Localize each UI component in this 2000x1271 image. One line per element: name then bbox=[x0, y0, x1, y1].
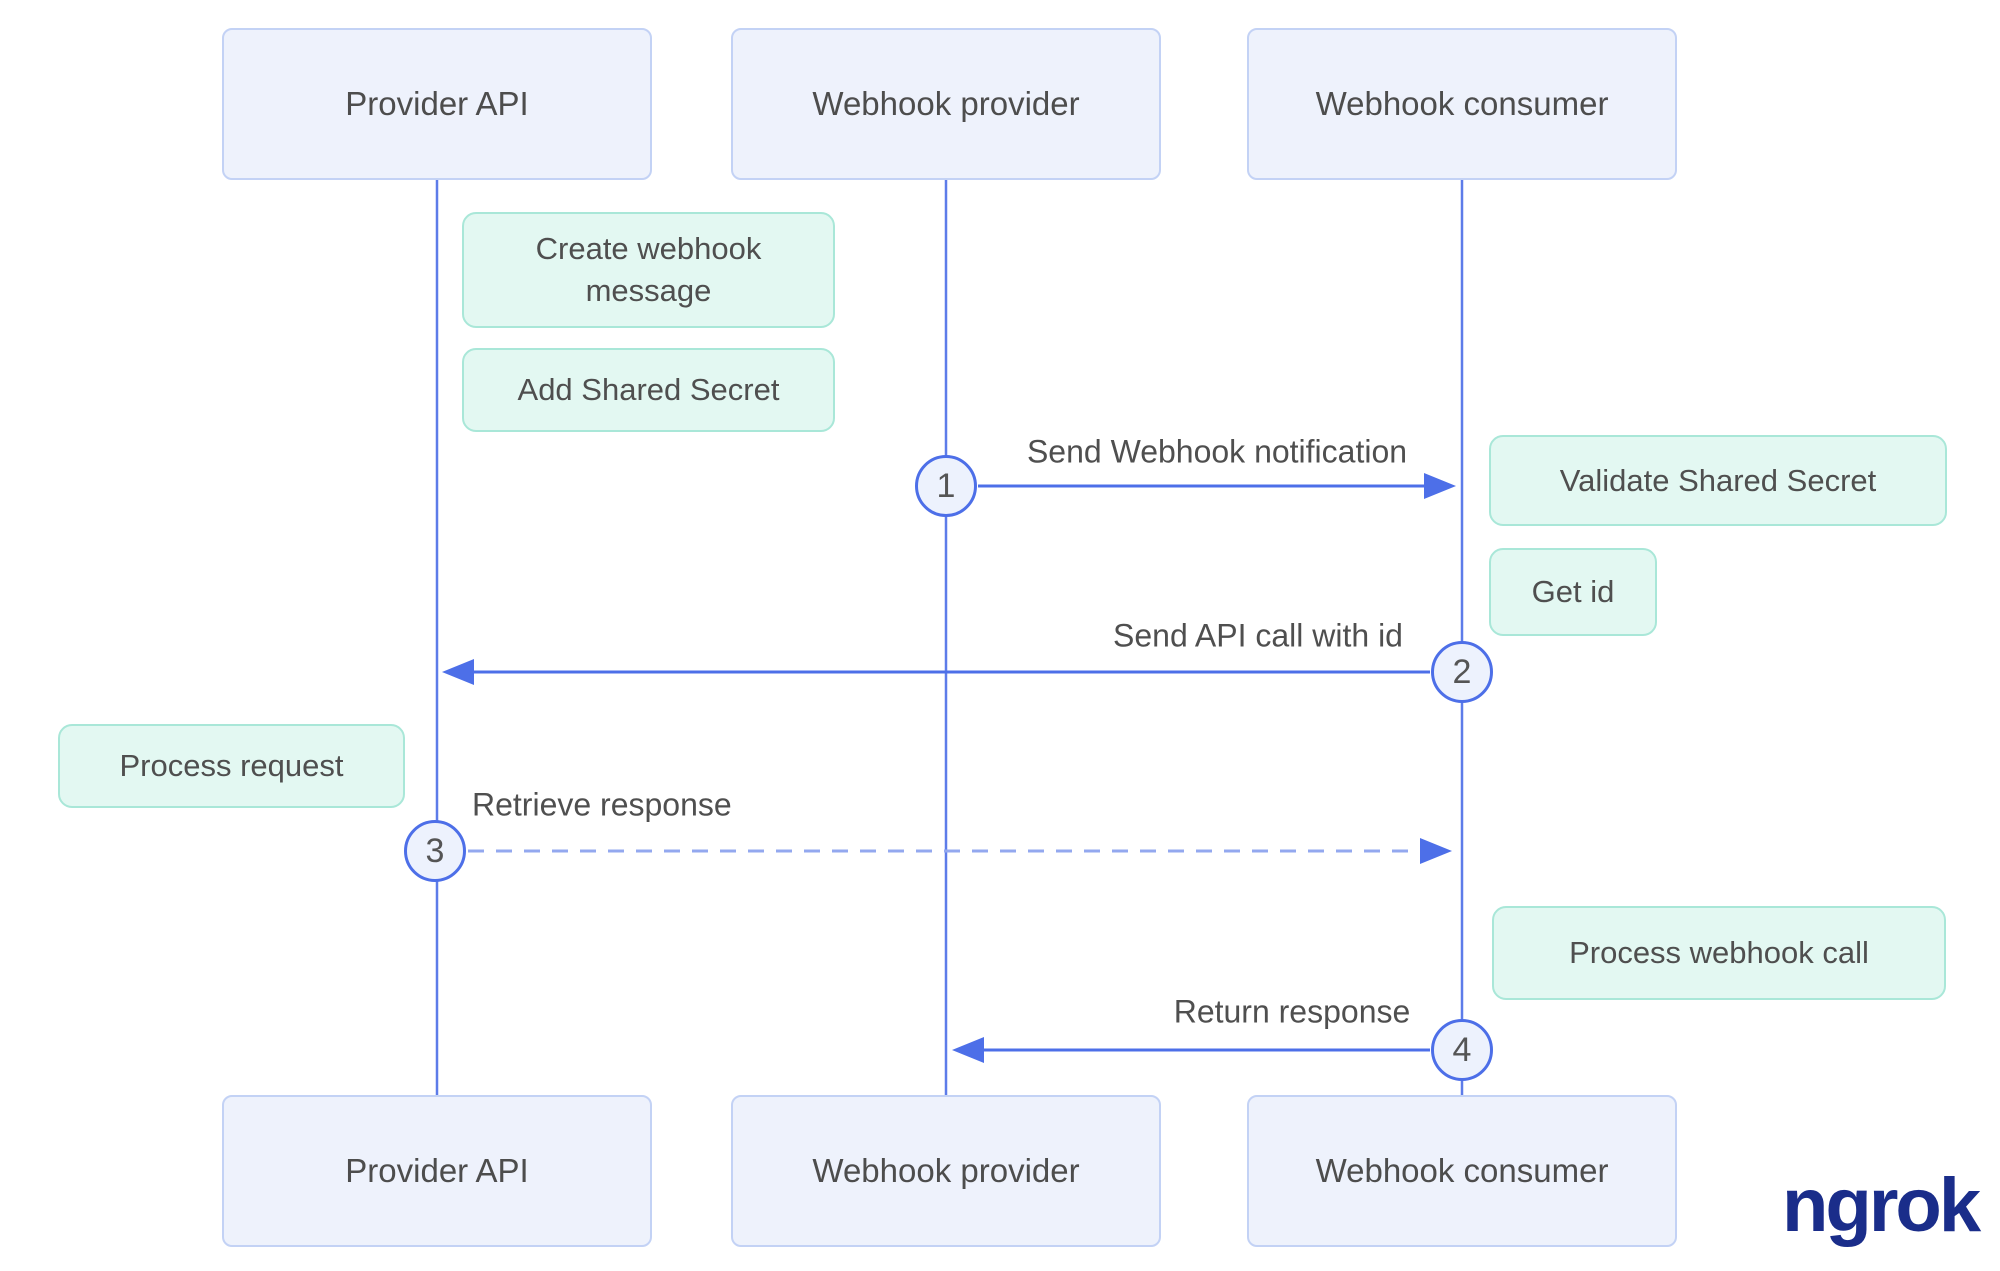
actor-box-webhook-provider-top: Webhook provider bbox=[731, 28, 1161, 180]
message-arrowhead-1 bbox=[1424, 473, 1456, 499]
action-box-validate-shared-secret: Validate Shared Secret bbox=[1489, 435, 1947, 526]
sequence-number: 1 bbox=[936, 466, 956, 505]
message-label-2: Send API call with id bbox=[1113, 617, 1403, 654]
action-box-create-webhook-message: Create webhook message bbox=[462, 212, 835, 328]
action-box-process-webhook-call: Process webhook call bbox=[1492, 906, 1946, 1000]
actor-box-provider-api-top: Provider API bbox=[222, 28, 652, 180]
actor-box-webhook-provider-bottom: Webhook provider bbox=[731, 1095, 1161, 1247]
actor-box-webhook-consumer-bottom: Webhook consumer bbox=[1247, 1095, 1677, 1247]
sequence-circle-3: 3 bbox=[404, 820, 466, 882]
actor-box-provider-api-bottom: Provider API bbox=[222, 1095, 652, 1247]
action-label: Validate Shared Secret bbox=[1559, 462, 1877, 498]
action-box-add-shared-secret: Add Shared Secret bbox=[462, 348, 835, 432]
actor-label: Provider API bbox=[345, 1152, 529, 1189]
action-label: Add Shared Secret bbox=[517, 372, 780, 408]
message-label-3: Retrieve response bbox=[472, 786, 732, 823]
sequence-circle-1: 1 bbox=[915, 455, 977, 517]
action-label: Create webhook message bbox=[535, 231, 762, 308]
message-arrowhead-3 bbox=[1420, 838, 1452, 864]
action-label: Process request bbox=[119, 748, 344, 784]
actor-label: Provider API bbox=[345, 85, 529, 122]
actor-box-webhook-consumer-top: Webhook consumer bbox=[1247, 28, 1677, 180]
action-label: Get id bbox=[1531, 574, 1615, 610]
sequence-circle-4: 4 bbox=[1431, 1019, 1493, 1081]
sequence-number: 4 bbox=[1452, 1030, 1472, 1069]
sequence-number: 3 bbox=[425, 831, 445, 870]
message-arrowhead-2 bbox=[442, 659, 474, 685]
action-label: Process webhook call bbox=[1569, 935, 1869, 971]
action-box-get-id: Get id bbox=[1489, 548, 1657, 636]
message-label-1: Send Webhook notification bbox=[1026, 433, 1408, 470]
actor-label: Webhook provider bbox=[812, 85, 1080, 122]
actor-label: Webhook consumer bbox=[1315, 85, 1609, 122]
actor-label: Webhook consumer bbox=[1315, 1152, 1609, 1189]
sequence-circle-2: 2 bbox=[1431, 641, 1493, 703]
message-label-4: Return response bbox=[1173, 993, 1411, 1030]
actor-label: Webhook provider bbox=[812, 1152, 1080, 1189]
sequence-number: 2 bbox=[1452, 652, 1472, 691]
ngrok-logo: ngrok bbox=[1782, 1163, 1981, 1248]
message-arrowhead-4 bbox=[952, 1037, 984, 1063]
action-box-process-request: Process request bbox=[58, 724, 405, 808]
